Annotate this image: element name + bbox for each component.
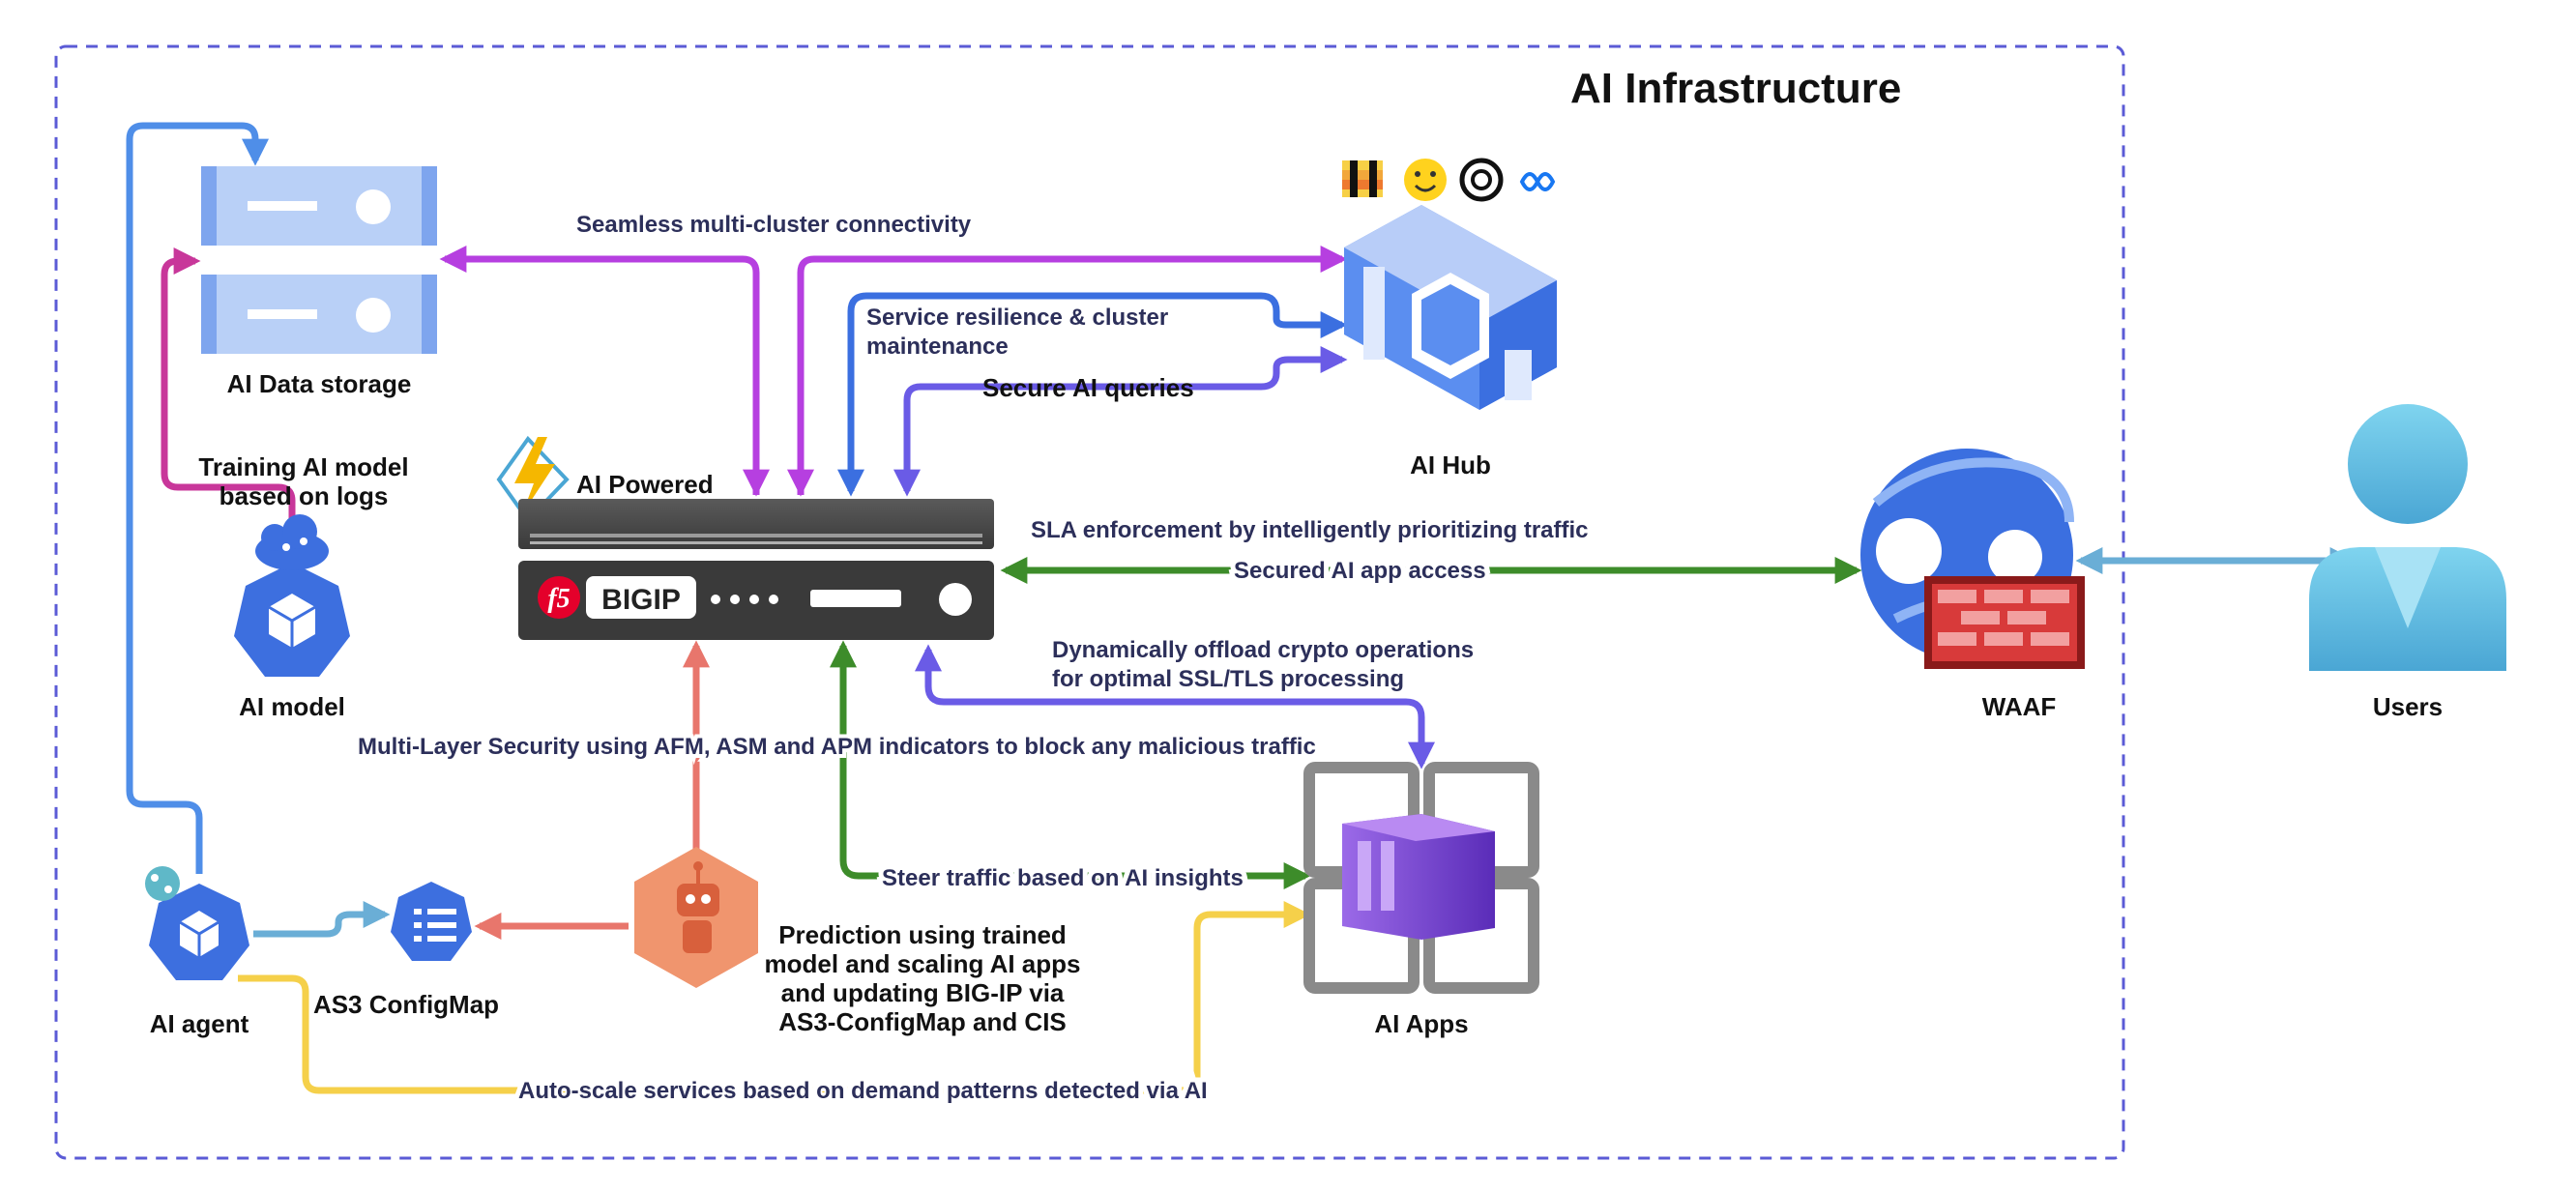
huggingface-icon — [1404, 159, 1447, 201]
training-label-line1: Training AI model — [198, 452, 408, 481]
f5-logo: f5 — [538, 576, 580, 619]
seamless-connector-storage — [439, 246, 760, 495]
resilience-label-line2: maintenance — [866, 334, 1009, 360]
steer-label: Steer traffic based on AI insights — [882, 865, 1244, 891]
ai-hub-label: AI Hub — [1410, 450, 1491, 479]
seamless-label: Seamless multi-cluster connectivity — [576, 212, 972, 238]
seamless-connector-hub — [797, 246, 1348, 495]
steer-connector — [830, 640, 1311, 889]
prediction-label-line2: model and scaling AI apps — [765, 949, 1081, 978]
brain-icon — [145, 866, 180, 901]
secured-access-label: Secured AI app access — [1234, 558, 1486, 584]
secure-queries-connector — [903, 346, 1348, 491]
multilayer-label: Multi-Layer Security using AFM, ASM and … — [358, 734, 1316, 760]
data-storage-label: AI Data storage — [227, 369, 412, 398]
data-storage-icon — [201, 166, 437, 354]
robot-icon — [634, 847, 758, 988]
infrastructure-title: AI Infrastructure — [1570, 65, 1901, 112]
ai-apps-icon — [1303, 762, 1539, 994]
f5-logo-text: f5 — [547, 584, 570, 614]
prediction-label-line3: and updating BIG-IP via — [781, 978, 1065, 1007]
ai-model-label: AI model — [239, 692, 345, 721]
training-label-line2: based on logs — [220, 481, 389, 510]
resilience-connector — [847, 292, 1348, 491]
ai-agent-icon — [145, 866, 249, 980]
infrastructure-boundary — [54, 44, 2125, 1160]
meta-icon — [1519, 172, 1556, 191]
mistral-icon — [1342, 160, 1383, 197]
ai-apps-label: AI Apps — [1374, 1009, 1468, 1038]
model-provider-icons — [1342, 158, 1556, 202]
secure-queries-label: Secure AI queries — [982, 373, 1194, 402]
ai-hub-icon — [1344, 205, 1557, 410]
offload-label-line1: Dynamically offload crypto operations — [1052, 637, 1474, 663]
ai-agent-label: AI agent — [150, 1009, 249, 1038]
prediction-label-line1: Prediction using trained — [778, 920, 1067, 949]
openai-icon — [1459, 158, 1504, 202]
users-icon — [2309, 404, 2506, 671]
autoscale-connector — [238, 901, 1311, 1094]
ai-powered-label: AI Powered — [576, 470, 714, 499]
ai-model-icon — [234, 563, 350, 677]
offload-label-line2: for optimal SSL/TLS processing — [1052, 666, 1404, 692]
as3-label: AS3 ConfigMap — [313, 990, 499, 1019]
resilience-label-line1: Service resilience & cluster — [866, 305, 1168, 331]
agent-storage-connector — [126, 122, 269, 874]
bigip-label: BIGIP — [601, 584, 681, 616]
waaf-label: WAAF — [1982, 692, 2057, 721]
sla-label: SLA enforcement by intelligently priorit… — [1031, 517, 1589, 543]
bigip-appliance — [518, 499, 994, 640]
as3-configmap-icon — [391, 882, 472, 961]
prediction-label-line4: AS3-ConfigMap and CIS — [778, 1007, 1067, 1036]
users-label: Users — [2373, 692, 2443, 721]
autoscale-label: Auto-scale services based on demand patt… — [518, 1078, 1208, 1104]
waaf-icon — [1860, 449, 2085, 669]
cloud-brain-icon — [255, 514, 329, 570]
training-connector — [161, 247, 296, 530]
agent-as3-connector — [253, 901, 391, 938]
